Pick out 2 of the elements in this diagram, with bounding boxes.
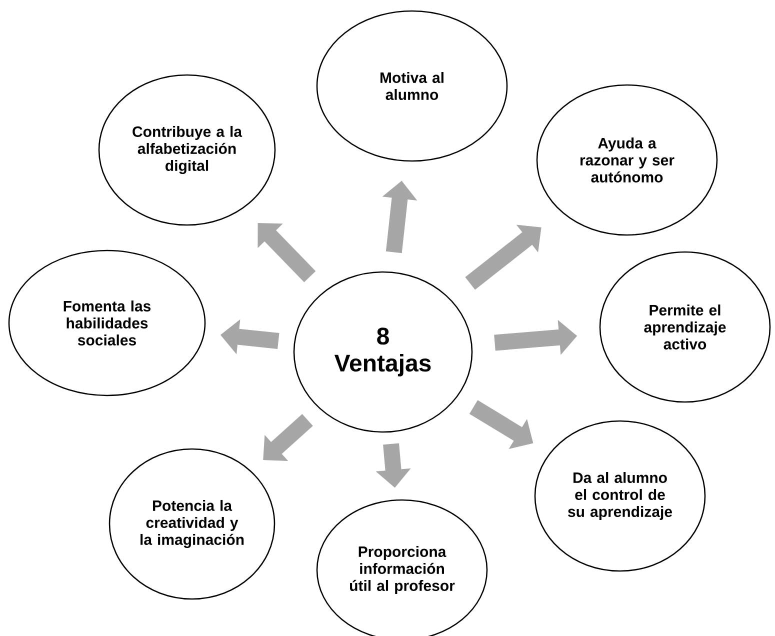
- block-arrow: [465, 224, 542, 290]
- block-arrow: [263, 414, 313, 461]
